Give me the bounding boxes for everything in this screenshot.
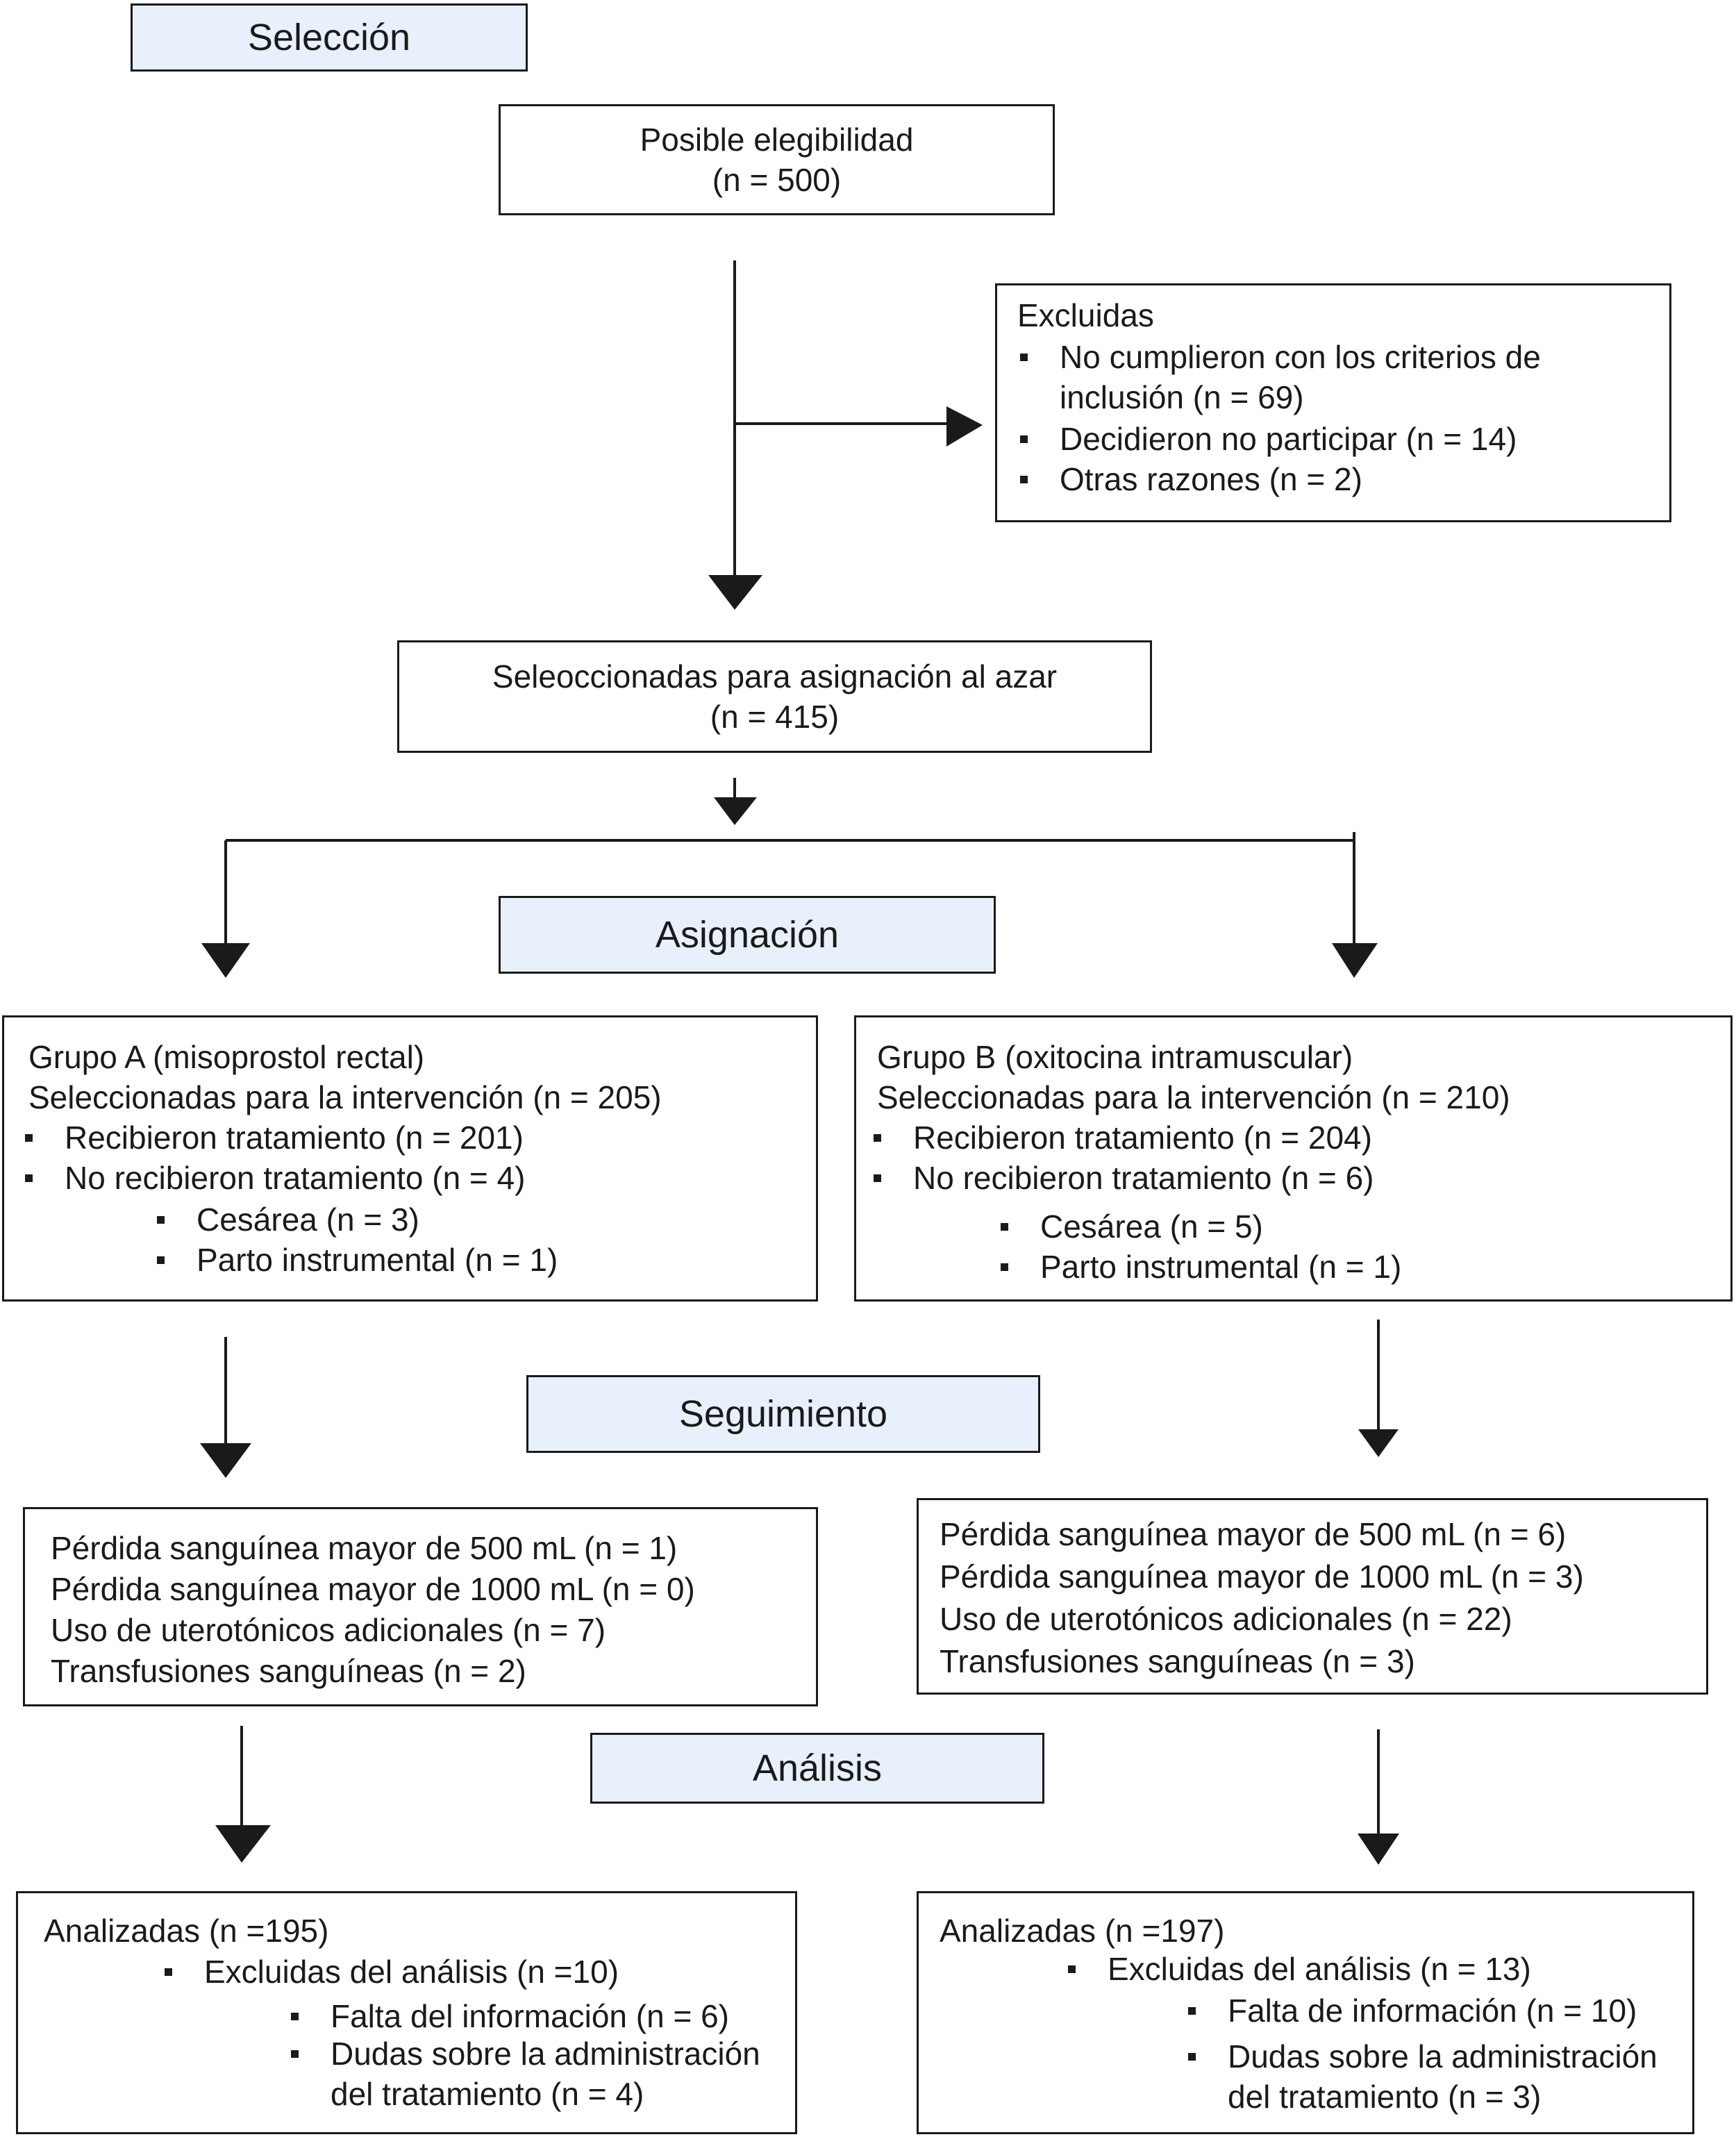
eligibility-count: (n = 500) — [712, 162, 842, 198]
arrow-down-group-a — [201, 943, 250, 978]
group-b-received: Recibieron tratamiento (n = 204) — [874, 1117, 1372, 1158]
follow-b-transfusions: Transfusiones sanguíneas (n = 3) — [940, 1643, 1415, 1679]
follow-a-box: Pérdida sanguínea mayor de 500 mL (n = 1… — [23, 1507, 818, 1706]
group-b-selected: Seleccionadas para la intervención (n = … — [877, 1079, 1510, 1115]
arrow-right-excluded — [946, 406, 983, 447]
group-a-selected: Seleccionadas para la intervención (n = … — [28, 1079, 662, 1115]
excluded-title: Excluidas — [1017, 297, 1154, 333]
group-a-instrumental: Parto instrumental (n = 1) — [156, 1240, 558, 1280]
excluded-item-criteria: No cumplieron con los criterios de — [1020, 337, 1541, 377]
follow-a-loss-500: Pérdida sanguínea mayor de 500 mL (n = 1… — [51, 1530, 678, 1566]
group-a-box: Grupo A (misoprostol rectal) Seleccionad… — [2, 1015, 818, 1302]
stage-label-asignacion: Asignación — [499, 896, 996, 974]
group-a-received: Recibieron tratamiento (n = 201) — [25, 1117, 524, 1158]
group-b-instrumental: Parto instrumental (n = 1) — [1000, 1247, 1401, 1287]
analysis-b-excluded: Excluidas del análisis (n = 13) — [1068, 1949, 1531, 1989]
randomized-count: (n = 415) — [710, 699, 840, 735]
excluded-box: Excluidas No cumplieron con los criterio… — [995, 283, 1671, 522]
follow-b-loss-500: Pérdida sanguínea mayor de 500 mL (n = 6… — [940, 1516, 1567, 1552]
analysis-b-doubts-cont: del tratamiento (n = 3) — [1228, 2079, 1542, 2115]
arrow-down-split — [714, 797, 757, 825]
randomized-title: Seleoccionadas para asignación al azar — [492, 658, 1058, 695]
stage-label-seleccion: Selección — [131, 3, 528, 72]
analysis-a-title: Analizadas (n =195) — [44, 1913, 329, 1949]
follow-b-loss-1000: Pérdida sanguínea mayor de 1000 mL (n = … — [940, 1558, 1584, 1595]
group-b-title: Grupo B (oxitocina intramuscular) — [877, 1039, 1353, 1075]
group-a-not-received: No recibieron tratamiento (n = 4) — [24, 1158, 525, 1198]
arrow-down-randomized — [708, 575, 762, 610]
group-b-cesarea: Cesárea (n = 5) — [1001, 1206, 1263, 1247]
stage-seleccion-text: Selección — [247, 17, 411, 58]
arrow-down-follow-b — [1358, 1429, 1399, 1457]
follow-a-transfusions: Transfusiones sanguíneas (n = 2) — [51, 1653, 526, 1689]
arrow-down-analysis-b — [1358, 1834, 1399, 1865]
follow-b-uterotonics: Uso de uterotónicos adicionales (n = 22) — [940, 1601, 1512, 1637]
group-a-title: Grupo A (misoprostol rectal) — [28, 1039, 425, 1075]
randomized-box: Seleoccionadas para asignación al azar (… — [397, 640, 1152, 753]
stage-label-analisis: Análisis — [590, 1733, 1044, 1804]
excluded-item-declined: Decidieron no participar (n = 14) — [1019, 419, 1517, 459]
stage-label-seguimiento: Seguimiento — [526, 1375, 1040, 1453]
analysis-b-title: Analizadas (n =197) — [940, 1913, 1225, 1949]
eligibility-title: Posible elegibilidad — [640, 122, 914, 158]
stage-asignacion-text: Asignación — [655, 914, 840, 956]
group-a-cesarea: Cesárea (n = 3) — [157, 1199, 419, 1240]
analysis-b-box: Analizadas (n =197) Excluidas del anális… — [917, 1891, 1694, 2134]
analysis-a-doubts: Dudas sobre la administración — [291, 2034, 760, 2074]
analysis-a-doubts-cont: del tratamiento (n = 4) — [331, 2076, 644, 2112]
follow-b-box: Pérdida sanguínea mayor de 500 mL (n = 6… — [917, 1498, 1708, 1695]
group-b-not-received: No recibieron tratamiento (n = 6) — [873, 1158, 1374, 1198]
arrow-down-follow-a — [200, 1443, 251, 1478]
arrow-down-group-b — [1332, 943, 1378, 978]
stage-seguimiento-text: Seguimiento — [678, 1393, 888, 1435]
analysis-a-excluded: Excluidas del análisis (n =10) — [164, 1952, 619, 1992]
stage-analisis-text: Análisis — [752, 1747, 883, 1789]
analysis-b-doubts: Dudas sobre la administración — [1188, 2036, 1658, 2077]
analysis-a-missing: Falta del información (n = 6) — [291, 1996, 729, 2036]
arrow-down-analysis-a — [215, 1825, 271, 1863]
follow-a-uterotonics: Uso de uterotónicos adicionales (n = 7) — [51, 1612, 606, 1648]
analysis-a-box: Analizadas (n =195) Excluidas del anális… — [16, 1891, 797, 2134]
group-b-box: Grupo B (oxitocina intramuscular) Selecc… — [854, 1015, 1733, 1302]
excluded-item-other: Otras razones (n = 2) — [1020, 459, 1362, 499]
analysis-b-missing: Falta de información (n = 10) — [1187, 1990, 1637, 2031]
excluded-item-criteria-cont: inclusión (n = 69) — [1060, 379, 1304, 415]
follow-a-loss-1000: Pérdida sanguínea mayor de 1000 mL (n = … — [51, 1571, 695, 1607]
eligibility-box: Posible elegibilidad (n = 500) — [499, 104, 1055, 215]
